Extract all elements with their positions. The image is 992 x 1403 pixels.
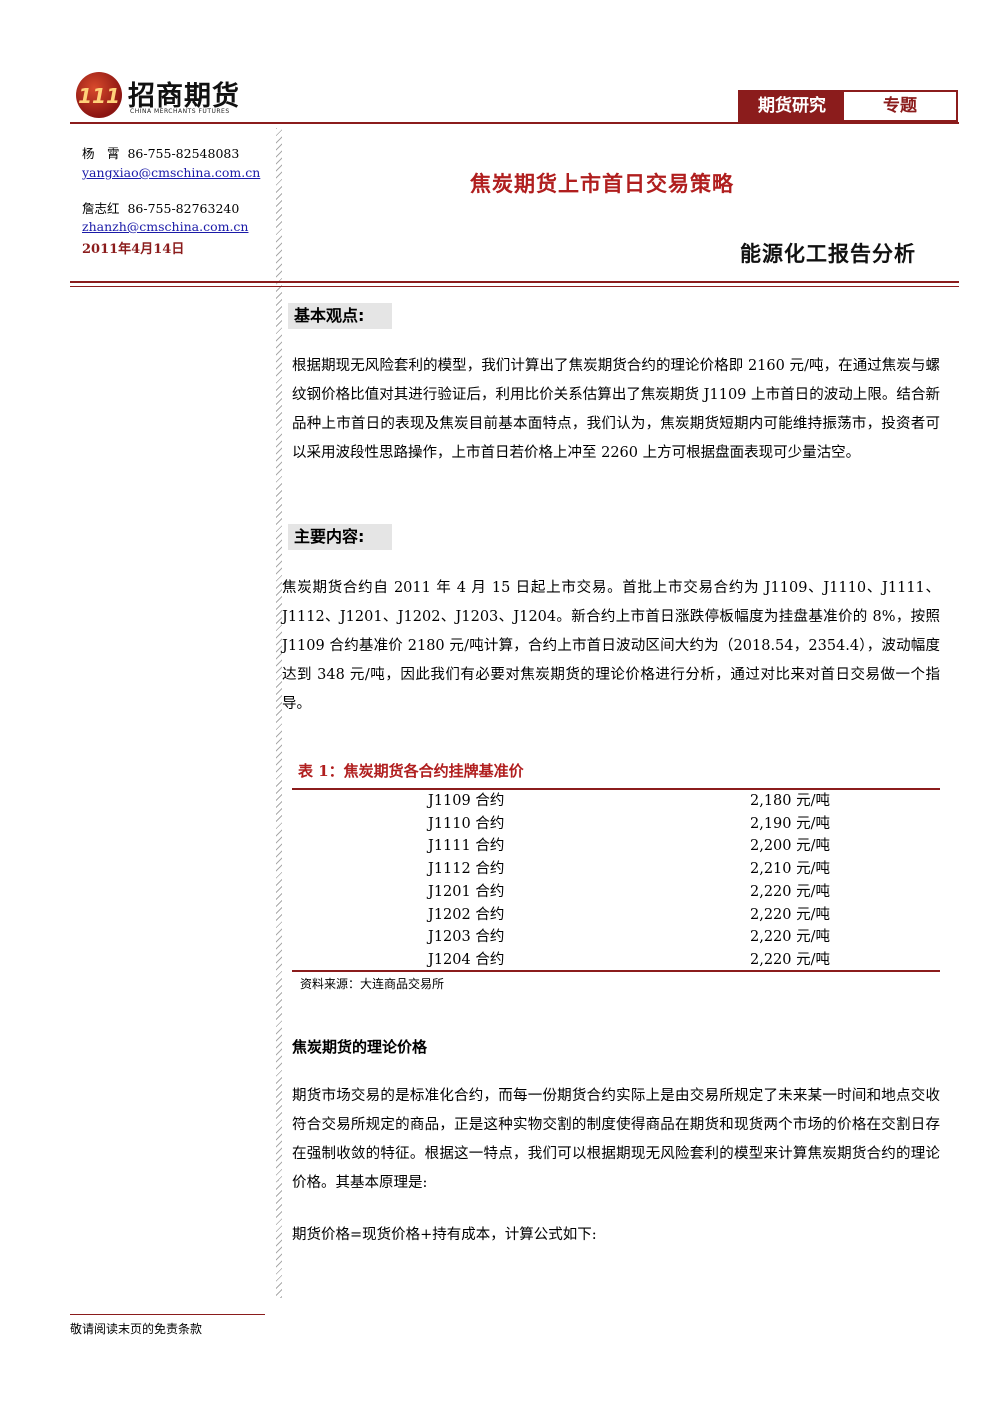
section-heading-theory: 焦炭期货的理论价格: [292, 1038, 428, 1056]
price-cell: 2,210 元/吨: [750, 861, 831, 878]
brand-logo: 111 招商期货 CHINA MERCHANTS FUTURES: [76, 72, 266, 122]
brand-name-en: CHINA MERCHANTS FUTURES: [130, 108, 230, 115]
report-date: 2011年4月14日: [82, 242, 185, 257]
analyst-2-phone: 86-755-82763240: [127, 201, 240, 216]
table-row: J1203 合约 2,220 元/吨: [292, 926, 940, 949]
price-cell: 2,220 元/吨: [750, 951, 831, 968]
svg-text:111: 111: [78, 84, 120, 108]
footer-divider: [70, 1314, 265, 1315]
section-heading-main: 主要内容:: [288, 524, 392, 550]
analyst-2-name: 詹志红: [82, 201, 120, 216]
analyst-1-phone: 86-755-82548083: [127, 146, 240, 161]
table-row: J1110 合约 2,190 元/吨: [292, 813, 940, 836]
tag-topic: 专题: [883, 96, 917, 116]
analyst-2-line: 詹志红 86-755-82763240: [82, 201, 239, 217]
table-top-rule: [292, 788, 940, 790]
analyst-1-email[interactable]: yangxiao@cmschina.com.cn: [82, 165, 261, 180]
contract-cell: J1202 合约: [428, 906, 505, 923]
theory-paragraph-2: 期货价格=现货价格+持有成本，计算公式如下:: [292, 1227, 597, 1243]
title-divider: [70, 281, 959, 283]
contract-cell: J1112 合约: [428, 861, 505, 878]
table-row: J1201 合约 2,220 元/吨: [292, 881, 940, 904]
vertical-divider: [276, 128, 282, 1298]
table-row: J1112 合约 2,210 元/吨: [292, 858, 940, 881]
table-row: J1111 合约 2,200 元/吨: [292, 835, 940, 858]
price-cell: 2,180 元/吨: [750, 793, 831, 809]
main-paragraph: 焦炭期货合约自 2011 年 4 月 15 日起上市交易。首批上市交易合约为 J…: [282, 580, 940, 712]
price-cell: 2,190 元/吨: [750, 815, 831, 832]
table-row: J1204 合约 2,220 元/吨: [292, 949, 940, 972]
table-row: J1109 合约 2,180 元/吨: [292, 790, 940, 813]
logo-emblem-icon: 111: [76, 72, 122, 118]
report-category-tag: 期货研究 专题: [738, 90, 958, 122]
table-caption: 表 1：焦炭期货各合约挂牌基准价: [298, 762, 524, 780]
price-cell: 2,220 元/吨: [750, 883, 831, 900]
analyst-2-email-line: zhanzh@cmschina.com.cn: [82, 219, 248, 235]
brand-name-cn: 招商期货: [128, 81, 240, 112]
contract-cell: J1111 合约: [428, 838, 505, 855]
contract-cell: J1203 合约: [428, 929, 505, 946]
contract-cell: J1204 合约: [428, 951, 505, 968]
section-heading-basic: 基本观点:: [288, 303, 392, 329]
basic-paragraph: 根据期现无风险套利的模型，我们计算出了焦炭期货合约的理论价格即 2160 元/吨…: [292, 358, 940, 461]
contract-cell: J1201 合约: [428, 883, 505, 900]
analyst-1-email-line: yangxiao@cmschina.com.cn: [82, 165, 260, 181]
table-row: J1202 合约 2,220 元/吨: [292, 904, 940, 927]
price-cell: 2,200 元/吨: [750, 838, 831, 855]
price-cell: 2,220 元/吨: [750, 906, 831, 923]
price-cell: 2,220 元/吨: [750, 929, 831, 946]
title-divider-thin: [70, 286, 959, 287]
table-source: 资料来源：大连商品交易所: [300, 977, 445, 991]
theory-paragraph-1: 期货市场交易的是标准化合约，而每一份期货合约实际上是由交易所规定了未来某一时间和…: [292, 1088, 940, 1191]
analyst-1-line: 杨 霄 86-755-82548083: [82, 146, 239, 162]
analyst-1-name: 杨 霄: [82, 146, 120, 161]
header-divider: [70, 122, 959, 124]
contract-cell: J1109 合约: [428, 793, 505, 809]
report-title: 焦炭期货上市首日交易策略: [470, 172, 734, 196]
table-bottom-rule: [292, 970, 940, 972]
report-subtitle: 能源化工报告分析: [740, 242, 916, 266]
contract-cell: J1110 合约: [428, 815, 505, 832]
analyst-2-email[interactable]: zhanzh@cmschina.com.cn: [82, 219, 249, 234]
footer-disclaimer: 敬请阅读末页的免责条款: [70, 1322, 203, 1336]
tag-research: 期货研究: [740, 92, 844, 120]
